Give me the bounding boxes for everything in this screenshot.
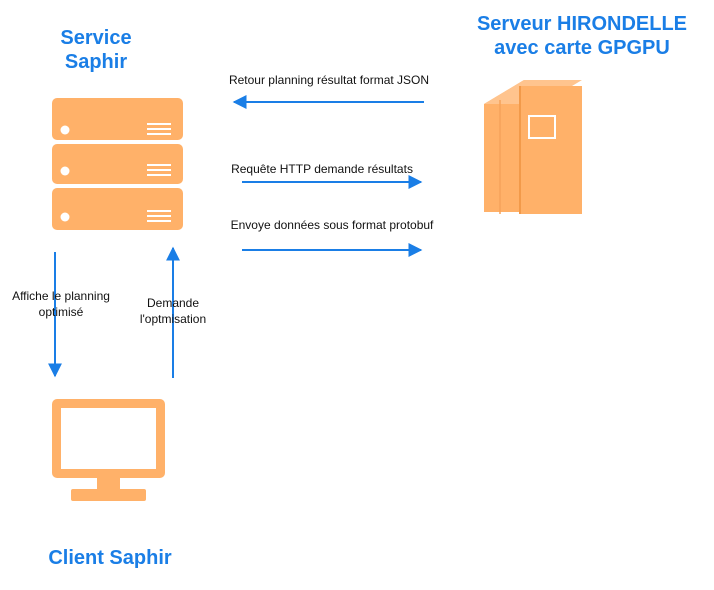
monitor-icon: [52, 399, 165, 501]
label-affiche: Affiche le planning optimisé: [12, 289, 110, 319]
server-hirondelle-title: Serveur HIRONDELLE avec carte GPGPU: [476, 13, 688, 59]
label-demande: Demande l'optmisation: [139, 296, 207, 326]
computer-tower-icon: [484, 80, 582, 214]
service-saphir-title: Service Saphir: [60, 27, 132, 73]
label-retour: Retour planning résultat format JSON: [228, 73, 430, 87]
server-rack-icon: [52, 98, 183, 230]
label-requete: Requête HTTP demande résultats: [231, 162, 413, 176]
client-saphir-title: Client Saphir: [48, 547, 172, 569]
label-envoye: Envoye données sous format protobuf: [230, 218, 434, 232]
